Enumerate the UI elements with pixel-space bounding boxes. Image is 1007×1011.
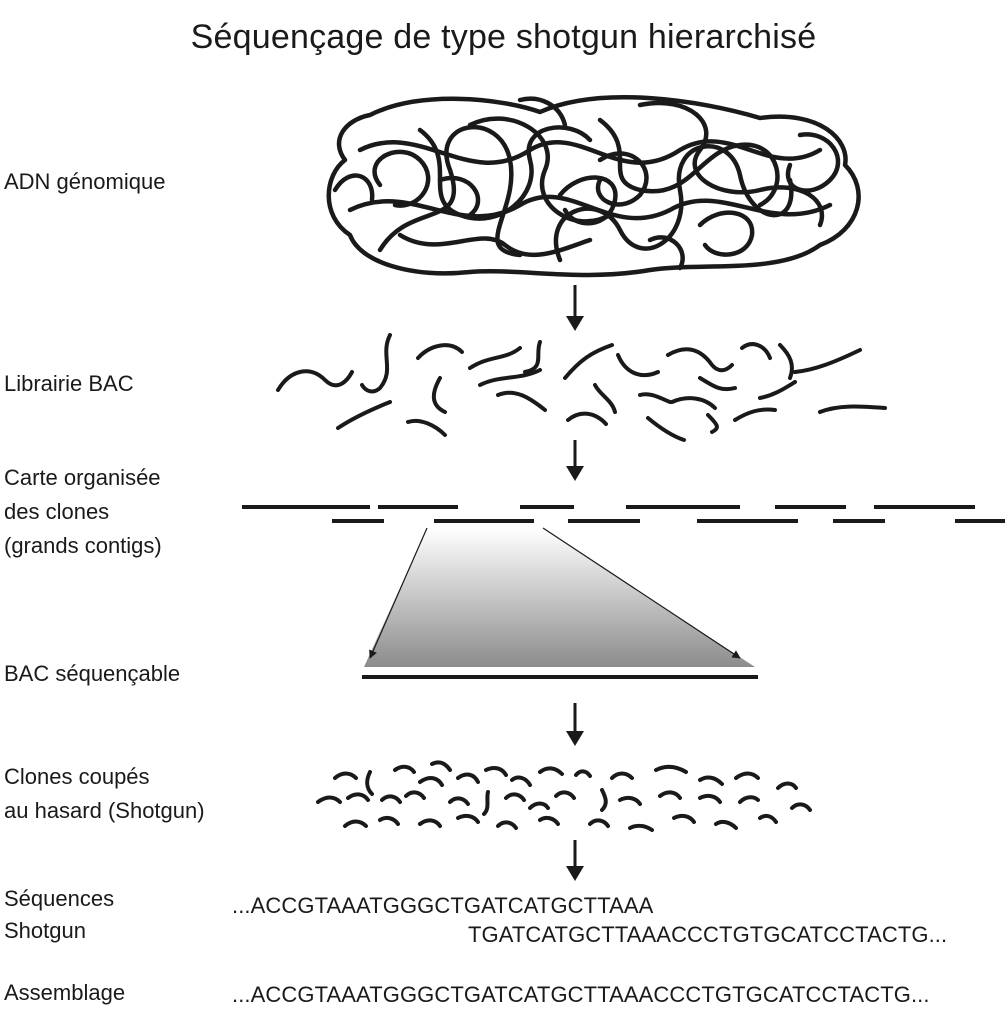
arrow-to-clone-map	[566, 440, 584, 481]
label-clone-map-line-2: des clones	[4, 499, 110, 524]
zoom-arrow-left	[369, 527, 428, 659]
zoom-arrow-right	[542, 527, 741, 659]
zoom-projection	[364, 528, 755, 667]
diagram-title: Séquençage de type shotgun hierarchisé	[190, 18, 817, 56]
label-assembly: Assemblage	[4, 980, 126, 1005]
sequence-assembled: ...ACCGTAAATGGGCTGATCATGCTTAAACCCTGTGCAT…	[232, 982, 930, 1007]
label-genomic-dna: ADN génomique	[4, 169, 166, 194]
sequence-read-2: TGATCATGCTTAAACCCTGTGCATCCTACTG...	[468, 922, 948, 947]
shotgun-fragments	[316, 760, 812, 832]
clone-map-contigs	[242, 505, 1005, 523]
label-shotgun-sequences-line-1: Séquences	[4, 886, 115, 911]
label-bac-library: Librairie BAC	[4, 371, 134, 396]
label-clone-map-line-3: (grands contigs)	[4, 533, 162, 558]
sequence-read-1: ...ACCGTAAATGGGCTGATCATGCTTAAA	[232, 893, 654, 918]
label-shotgun-clones-line-2: au hasard (Shotgun)	[4, 798, 205, 823]
label-sequencable-bac: BAC séquençable	[4, 661, 181, 686]
label-shotgun-clones-line-1: Clones coupés	[4, 764, 150, 789]
arrow-to-shotgun-clones	[566, 703, 584, 746]
bac-library-fragments	[276, 333, 887, 442]
arrow-to-bac-library	[566, 285, 584, 331]
genomic-dna-tangle	[326, 95, 861, 278]
label-clone-map-line-1: Carte organisée	[4, 465, 161, 490]
arrow-to-sequences	[566, 840, 584, 881]
label-shotgun-sequences-line-2: Shotgun	[4, 918, 86, 943]
